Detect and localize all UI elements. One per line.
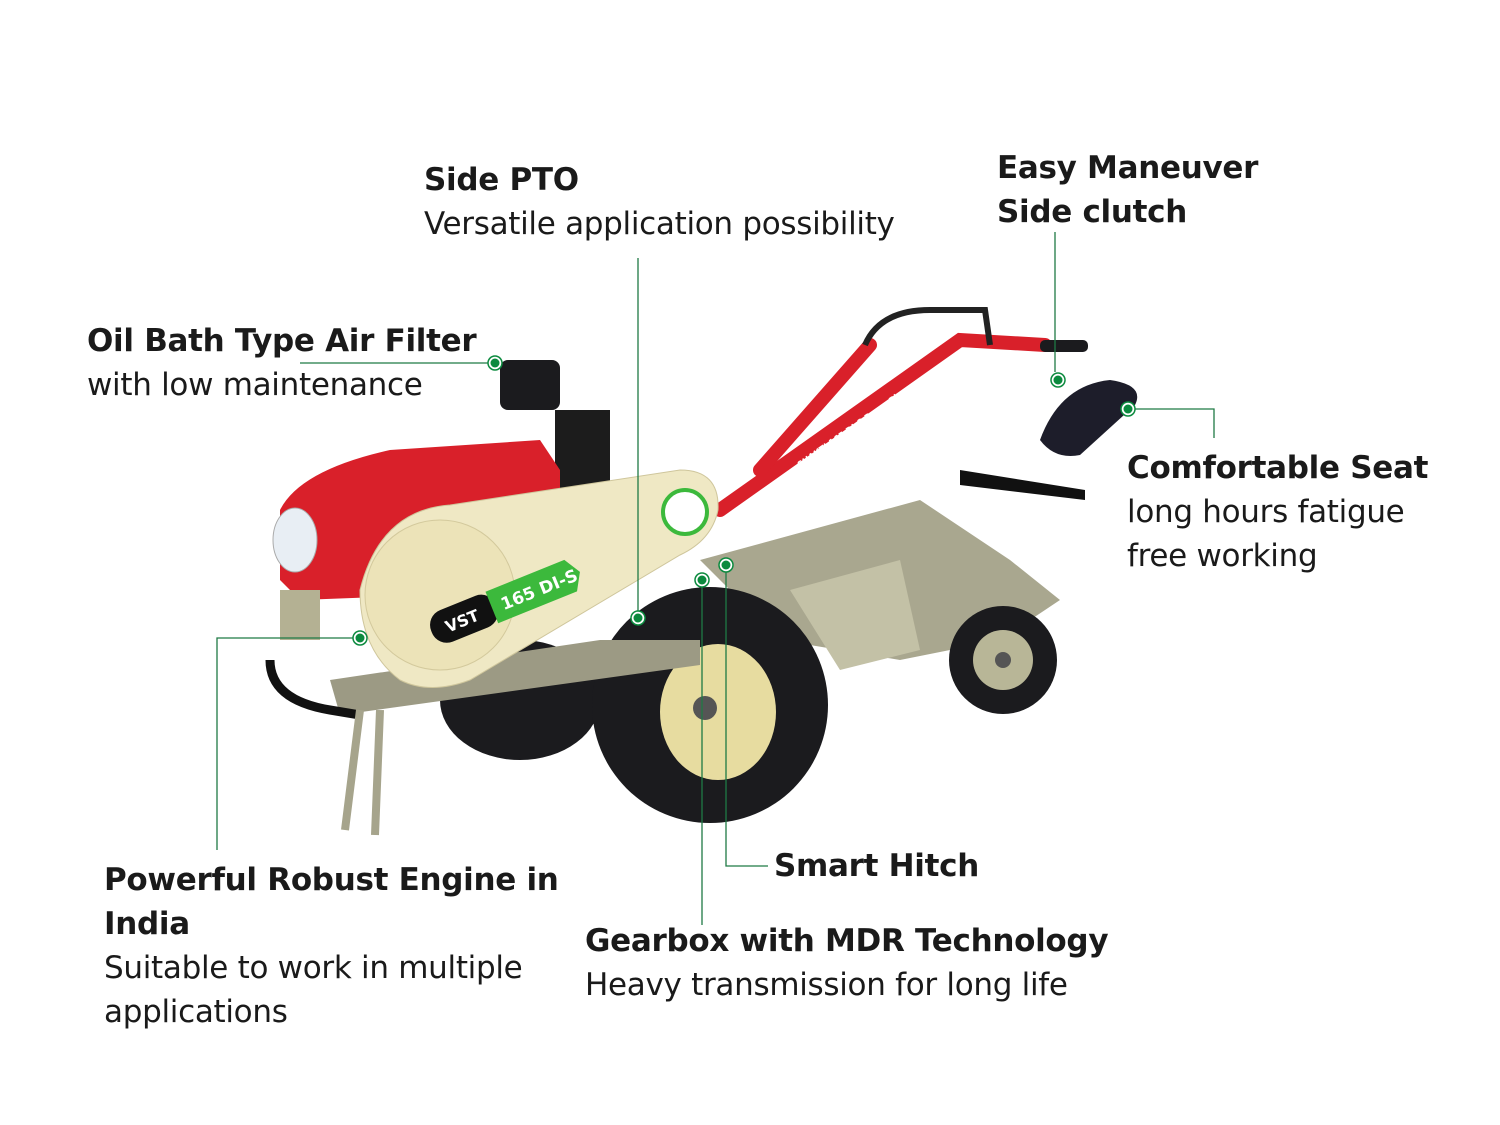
marker-seat [1120,401,1136,417]
belt-cover: VST 165 DI-S [359,469,719,688]
feature-title-line2: India [104,906,190,942]
marker-hitch [718,557,734,573]
feature-easy-maneuver: Easy Maneuver Side clutch [997,146,1258,234]
feature-title: Side PTO [424,162,579,198]
feature-title: Gearbox with MDR Technology [585,923,1109,959]
handlebar [713,332,1052,517]
feature-hitch: Smart Hitch [774,844,979,888]
chassis [330,640,700,715]
marker-engine [352,630,368,646]
feature-air-filter: Oil Bath Type Air Filter with low mainte… [87,319,477,407]
tail-wheel [949,606,1057,714]
feature-desc: applications [104,994,288,1030]
marker-side-clutch [1050,372,1066,388]
feature-desc: long hours fatigue [1127,494,1405,530]
feature-title: Easy Maneuver [997,150,1259,186]
feature-gearbox: Gearbox with MDR Technology Heavy transm… [585,919,1109,1007]
feature-desc: Versatile application possibility [424,206,895,242]
callout-lines [216,232,1215,925]
feature-title: Oil Bath Type Air Filter [87,323,477,359]
feature-seat: Comfortable Seat long hours fatigue free… [1127,446,1428,578]
marker-side-pto [630,610,646,626]
feature-desc: Suitable to work in multiple [104,950,523,986]
feature-side-pto: Side PTO Versatile application possibili… [424,158,895,246]
feature-desc: Heavy transmission for long life [585,967,1068,1003]
feature-engine: Powerful Robust Engine in India Suitable… [104,858,559,1034]
marker-gearbox [694,572,710,588]
seat [960,380,1138,500]
feature-title: Smart Hitch [774,848,979,884]
feature-title: Powerful Robust Engine in [104,862,559,898]
marker-air-filter [487,355,503,371]
feature-desc: free working [1127,538,1318,574]
callout-markers [352,355,1136,646]
feature-title: Comfortable Seat [1127,450,1429,486]
feature-desc: with low maintenance [87,367,423,403]
feature-title-line2: Side clutch [997,194,1187,230]
